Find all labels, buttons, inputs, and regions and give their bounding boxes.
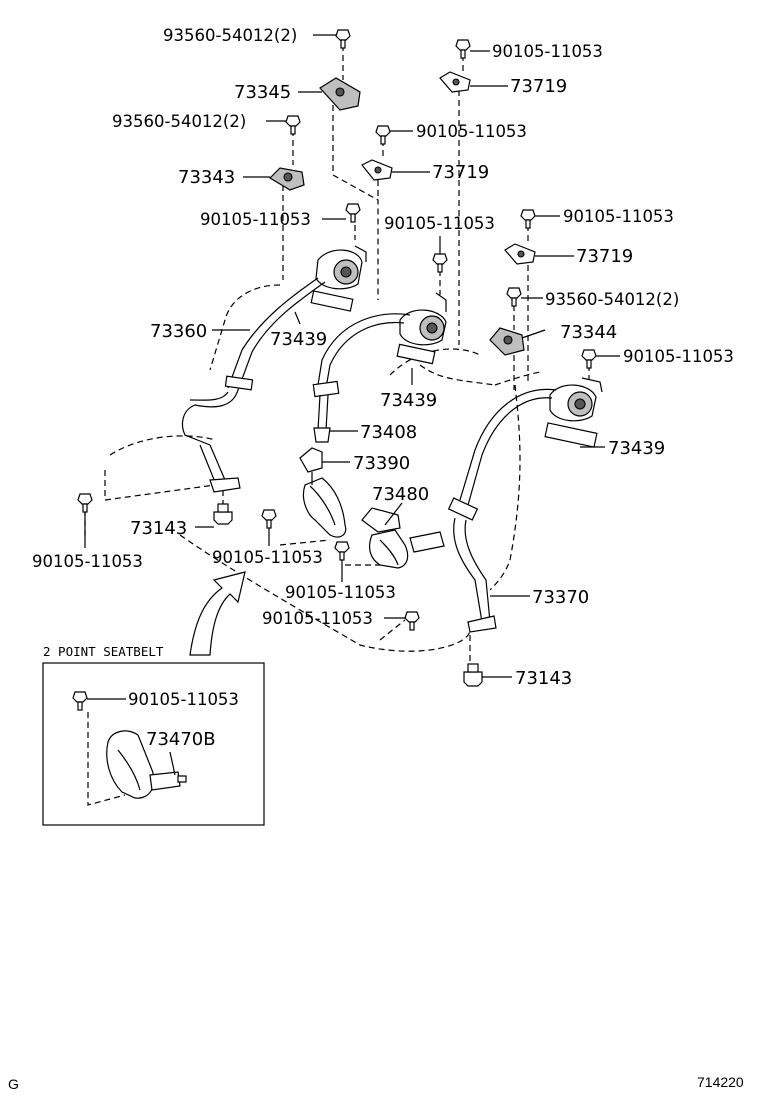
bolt-90105-k-icon [72, 691, 88, 711]
label-90105-e: 90105-11053 [563, 207, 674, 226]
label-73439-a: 73439 [270, 329, 327, 350]
label-73345: 73345 [234, 82, 291, 103]
belt-73470b-icon [106, 730, 187, 799]
label-73719-b: 73719 [432, 162, 489, 183]
label-90105-j: 90105-11053 [262, 609, 373, 628]
label-90105-k: 90105-11053 [128, 690, 239, 709]
right-seatbelt-73370 [447, 377, 603, 633]
bolt-73143-b-icon [463, 663, 483, 687]
bolt-73143-a-icon [213, 503, 233, 525]
bolt-90105-e-icon [520, 209, 536, 229]
plate-73719-b-icon [361, 159, 393, 181]
part-labels: 93560-54012(2) 73345 93560-54012(2) 7334… [8, 26, 744, 1092]
alignment-lines [84, 45, 590, 806]
label-93560-right: 93560-54012(2) [545, 290, 679, 309]
bolt-93560-top-icon [335, 29, 351, 49]
label-73470b: 73470B [146, 729, 216, 750]
center-seatbelt [312, 292, 447, 443]
label-73719-a: 73719 [510, 76, 567, 97]
label-73143-a: 73143 [130, 518, 187, 539]
pad-73439-b-icon [396, 343, 436, 365]
label-73439-b: 73439 [380, 390, 437, 411]
label-73143-b: 73143 [515, 668, 572, 689]
inset-pointer-arrow [189, 571, 246, 656]
label-90105-i: 90105-11053 [32, 552, 143, 571]
two-point-seatbelt-inset: 2 POINT SEATBELT [42, 644, 265, 826]
label-73439-c: 73439 [608, 438, 665, 459]
label-73719-c: 73719 [576, 246, 633, 267]
label-90105-c: 90105-11053 [416, 122, 527, 141]
bolt-93560-right-icon [506, 287, 522, 307]
bolt-90105-a-icon [345, 203, 361, 223]
bolt-90105-b-icon [455, 39, 471, 59]
leader-lines [84, 34, 620, 776]
label-73344: 73344 [560, 322, 617, 343]
bolt-90105-f-icon [581, 349, 597, 369]
label-73370: 73370 [532, 587, 589, 608]
label-73408: 73408 [360, 422, 417, 443]
label-93560-mid: 93560-54012(2) [112, 112, 246, 131]
bolt-90105-j-icon [404, 611, 420, 631]
drawing-number: 714220 [697, 1074, 744, 1090]
left-seatbelt-73360 [181, 245, 367, 493]
bolt-90105-i-icon [77, 493, 93, 513]
corner-letter: G [8, 1076, 19, 1092]
label-73390: 73390 [353, 453, 410, 474]
label-73343: 73343 [178, 167, 235, 188]
anchor-73345-icon [319, 77, 361, 111]
inset-title: 2 POINT SEATBELT [43, 644, 164, 659]
label-90105-g: 90105-11053 [212, 548, 323, 567]
buckle-73480-icon [361, 507, 445, 569]
anchor-73344-icon [489, 327, 525, 356]
label-90105-b: 90105-11053 [492, 42, 603, 61]
pad-73439-a-icon [310, 290, 354, 312]
plate-73719-c-icon [504, 243, 536, 265]
bolt-90105-c-icon [375, 125, 391, 145]
label-90105-f: 90105-11053 [623, 347, 734, 366]
rear-seat-outline [104, 284, 541, 652]
plate-73719-a-icon [439, 71, 471, 93]
bolt-90105-g-icon [261, 509, 277, 529]
label-90105-d: 90105-11053 [384, 214, 495, 233]
label-90105-h: 90105-11053 [285, 583, 396, 602]
bolt-93560-mid-icon [285, 115, 301, 135]
bolt-90105-d-icon [432, 253, 448, 273]
label-73360: 73360 [150, 321, 207, 342]
pad-73439-c-icon [544, 422, 598, 448]
bolt-90105-h-icon [334, 541, 350, 561]
label-93560-top: 93560-54012(2) [163, 26, 297, 45]
anchor-73343-icon [269, 167, 305, 191]
buckle-73390-icon [299, 447, 347, 538]
label-73480: 73480 [372, 484, 429, 505]
label-90105-a: 90105-11053 [200, 210, 311, 229]
